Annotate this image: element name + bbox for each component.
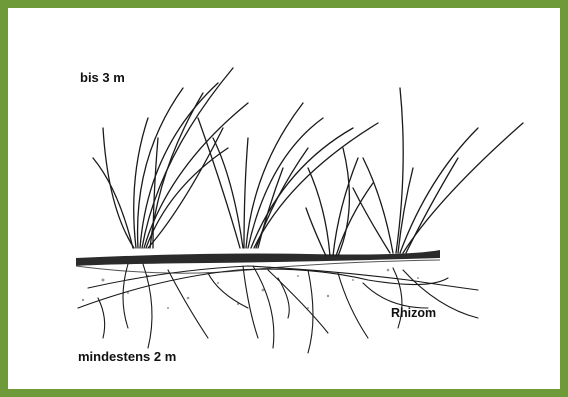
rhizome-label: Rhizom	[391, 306, 436, 320]
grass-leaves	[93, 68, 523, 256]
soil-texture	[82, 269, 419, 309]
depth-label: mindestens 2 m	[78, 349, 176, 364]
plant-illustration	[8, 8, 560, 389]
height-label: bis 3 m	[80, 70, 125, 85]
